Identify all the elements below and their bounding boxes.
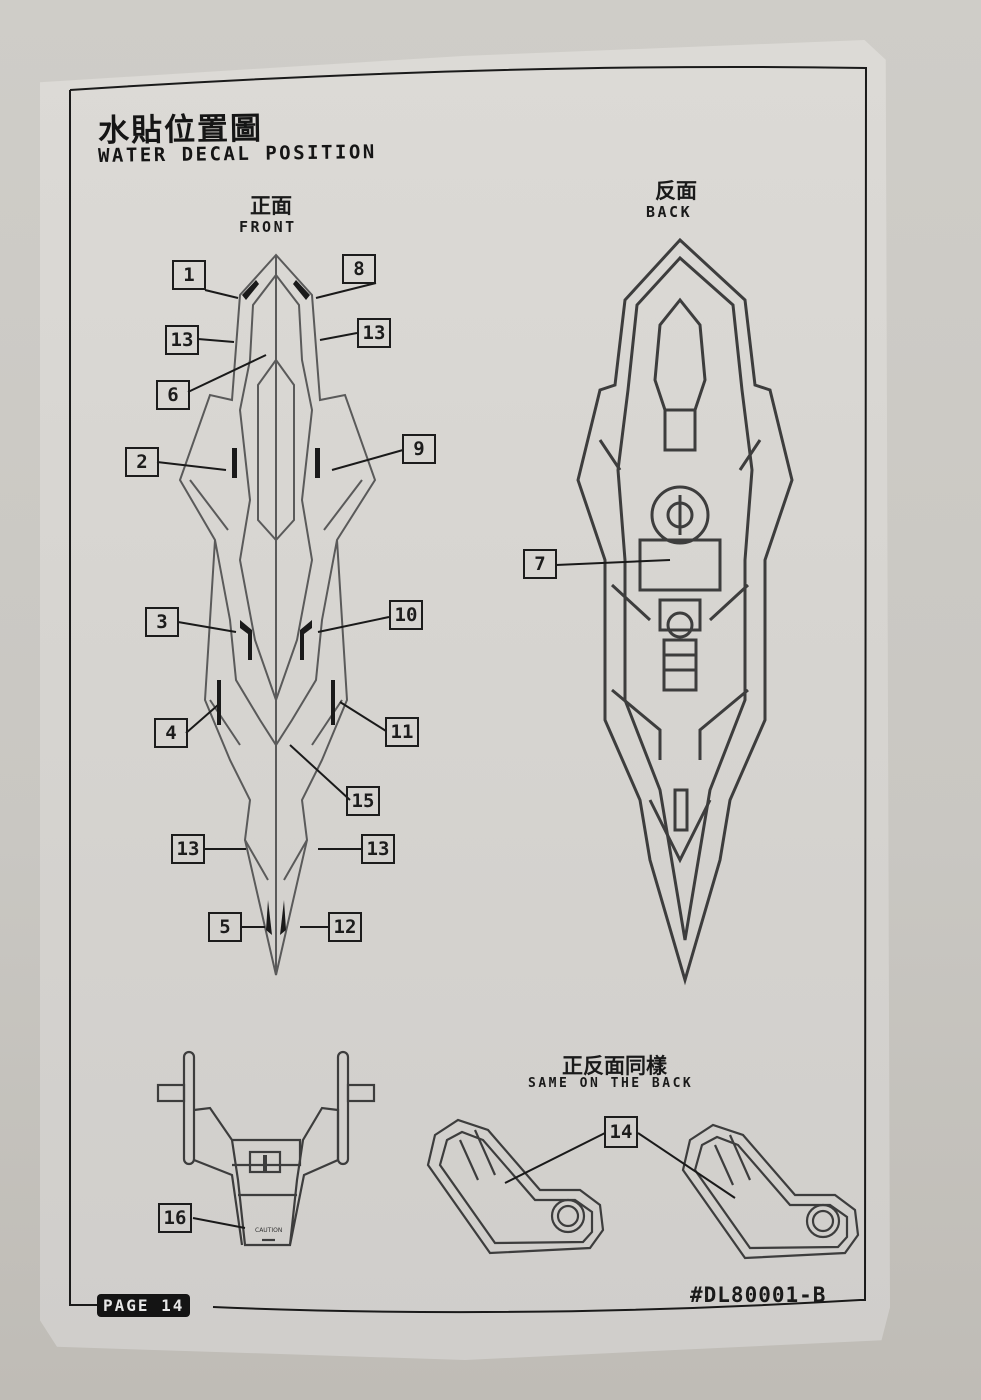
- callout-7: 7: [523, 549, 557, 579]
- callout-15: 15: [346, 786, 380, 816]
- callout-10: 10: [389, 600, 423, 630]
- callout-16: 16: [158, 1203, 192, 1233]
- callout-6: 6: [156, 380, 190, 410]
- callout-1: 1: [172, 260, 206, 290]
- callout-9: 9: [402, 434, 436, 464]
- back-label-chinese: 反面: [655, 179, 697, 203]
- product-code: #DL80001-B: [690, 1283, 827, 1307]
- same-on-back-label-chinese: 正反面同樣: [562, 1054, 667, 1078]
- callout-11: 11: [385, 717, 419, 747]
- callout-13-top-right: 13: [357, 318, 391, 348]
- callout-2: 2: [125, 447, 159, 477]
- page-number-badge: PAGE 14: [97, 1294, 191, 1317]
- same-on-back-label-english: SAME ON THE BACK: [528, 1076, 694, 1091]
- front-label-chinese: 正面: [250, 194, 292, 218]
- callout-3: 3: [145, 607, 179, 637]
- callout-12: 12: [328, 912, 362, 942]
- callout-13-bottom-right: 13: [361, 834, 395, 864]
- svg-text:CAUTION: CAUTION: [255, 1227, 282, 1234]
- callout-5: 5: [208, 912, 242, 942]
- callout-4: 4: [154, 718, 188, 748]
- front-label-english: FRONT: [239, 218, 297, 236]
- callout-13-top-left: 13: [165, 325, 199, 355]
- callout-8: 8: [342, 254, 376, 284]
- back-label-english: BACK: [646, 203, 693, 221]
- callout-14: 14: [604, 1116, 638, 1148]
- callout-13-bottom-left: 13: [171, 834, 205, 864]
